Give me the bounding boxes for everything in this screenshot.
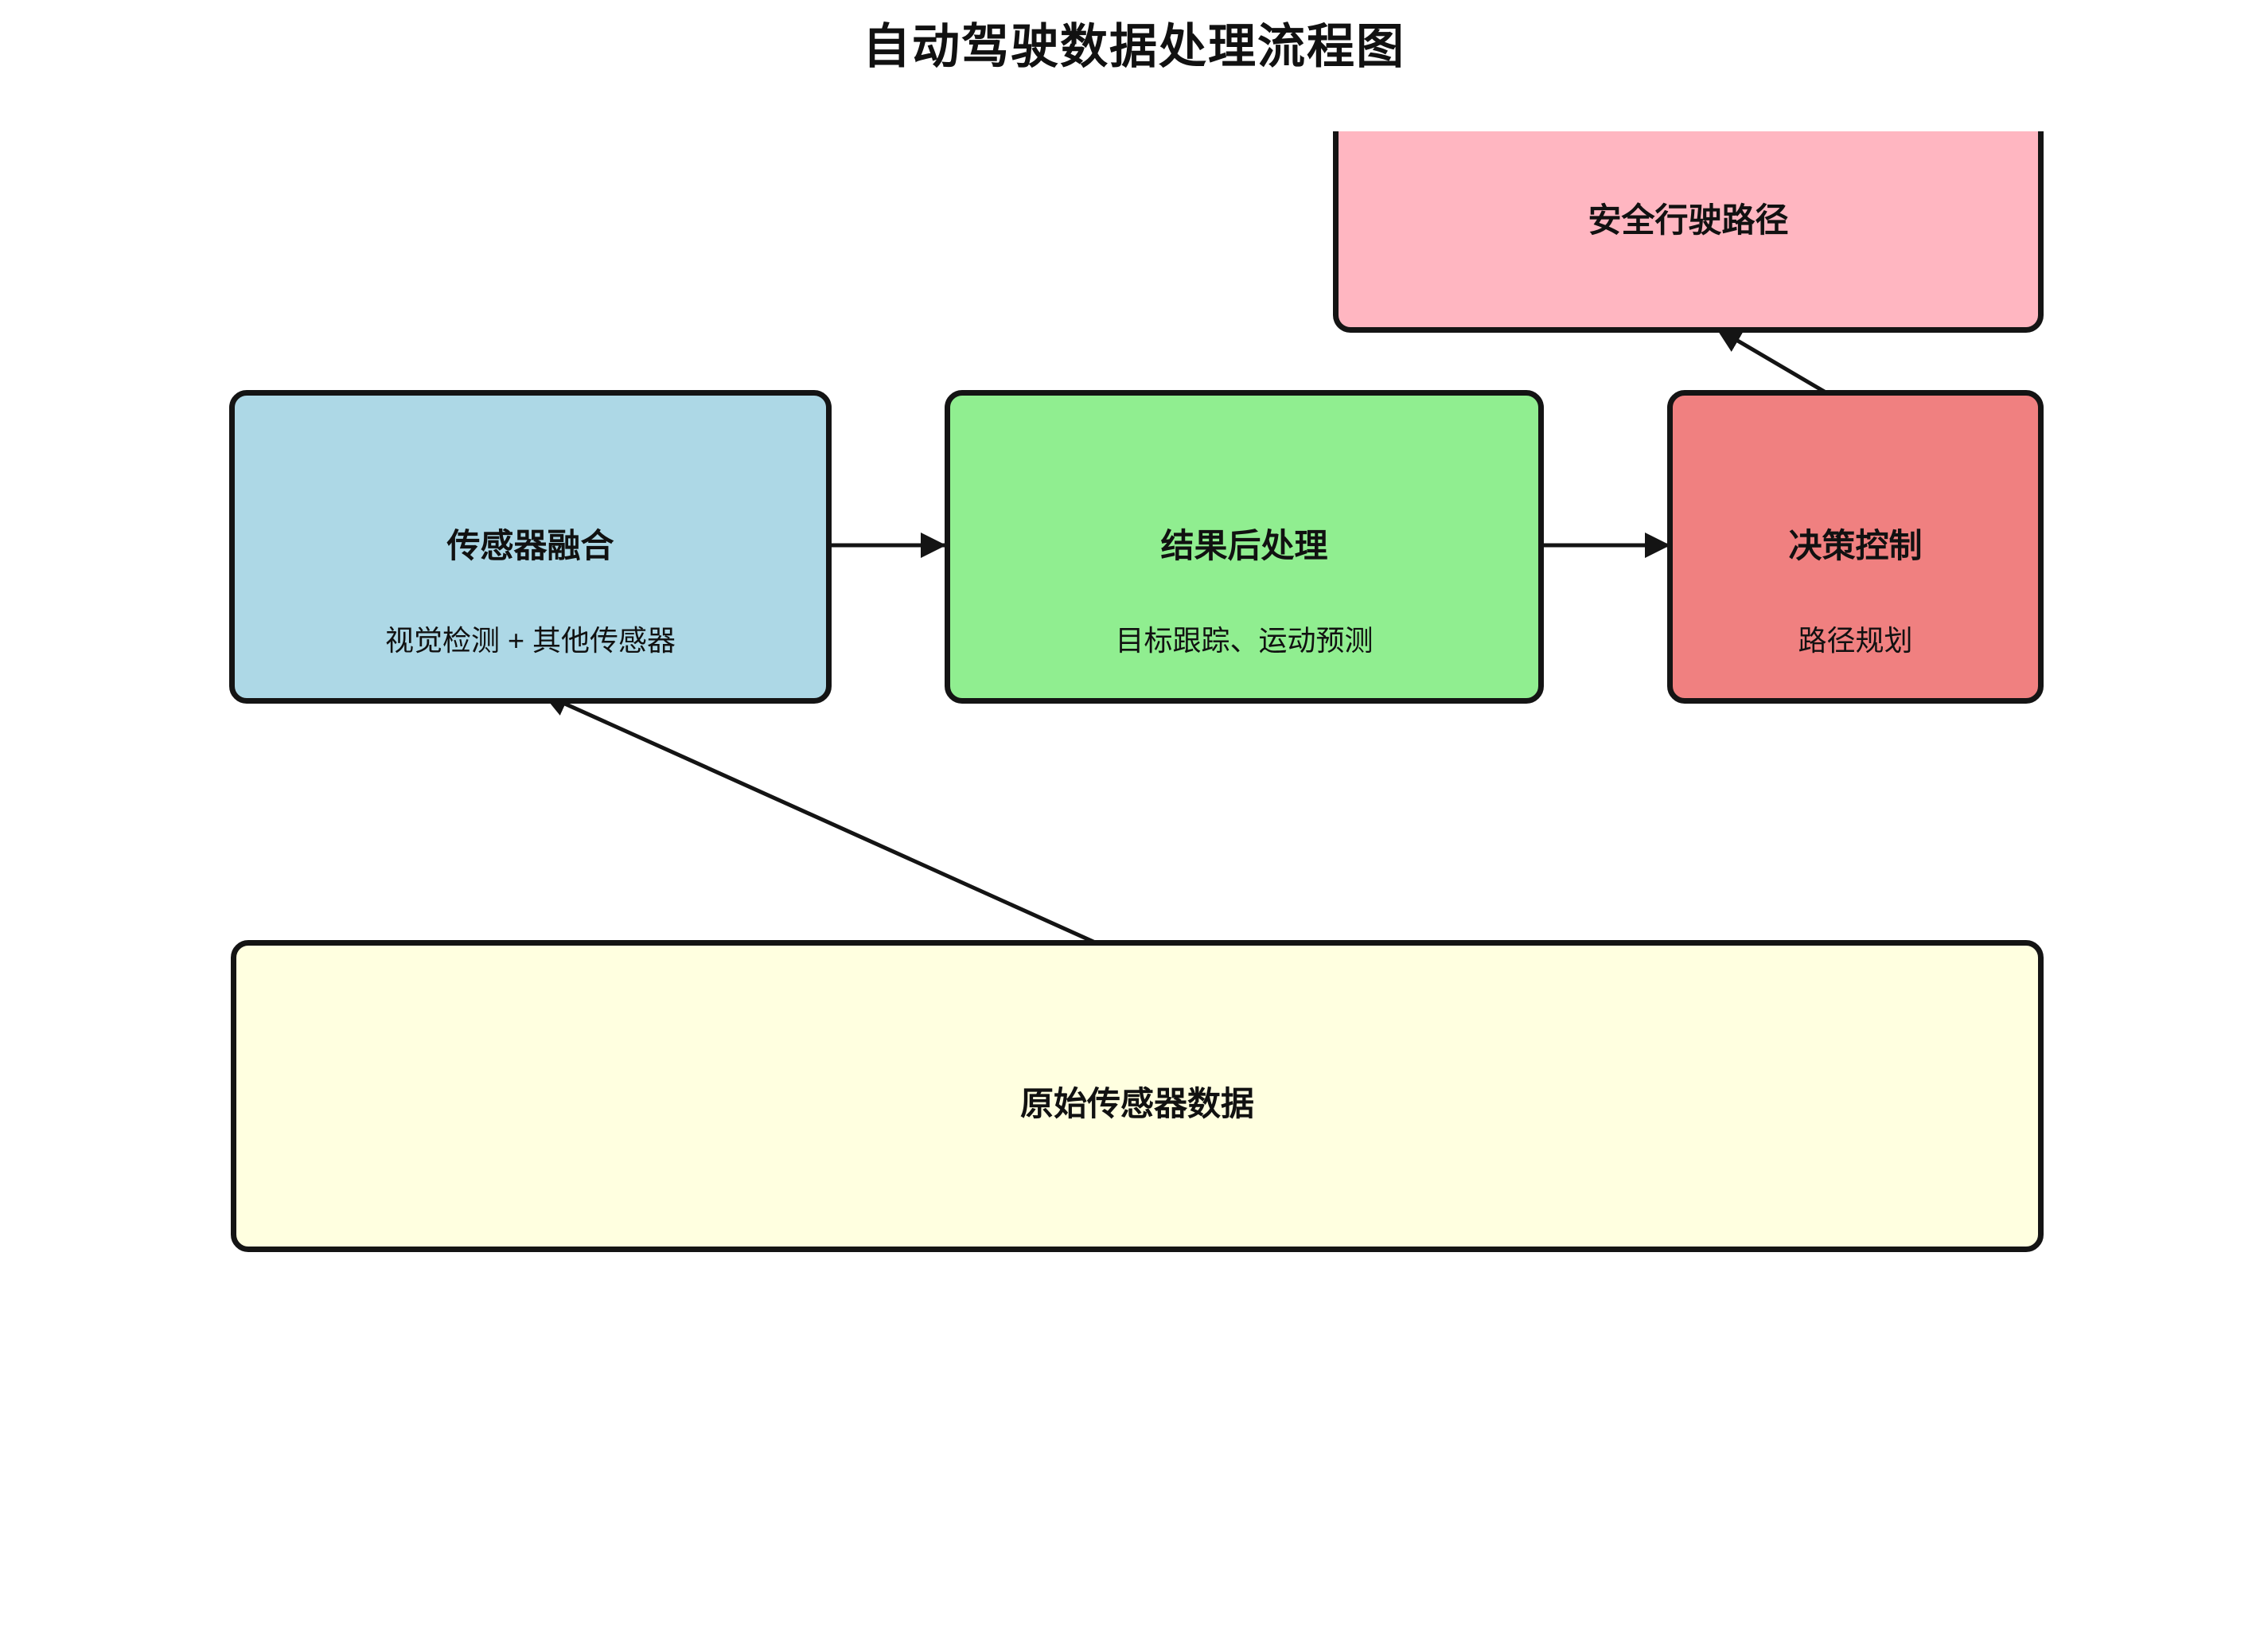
node-post-processing-label: 结果后处理 (1160, 527, 1328, 564)
arrow-raw-data-to-sensor-fusion (541, 692, 1120, 955)
node-decision-control-label: 决策控制 (1788, 527, 1923, 564)
node-sensor-fusion: 传感器融合 视觉检测 + 其他传感器 (229, 390, 832, 704)
node-safe-path: 安全行驶路径 (1333, 131, 2044, 333)
node-decision-control: 决策控制 路径规划 (1667, 390, 2044, 704)
diagram-title: 自动驾驶数据处理流程图 (863, 20, 1405, 73)
node-decision-control-sublabel: 路径规划 (1798, 624, 1913, 657)
node-raw-data: 原始传感器数据 (231, 940, 2044, 1252)
node-post-processing: 结果后处理 目标跟踪、运动预测 (945, 390, 1544, 704)
node-safe-path-label: 安全行驶路径 (1588, 201, 1789, 239)
node-sensor-fusion-label: 传感器融合 (446, 527, 614, 564)
node-sensor-fusion-sublabel: 视觉检测 + 其他传感器 (384, 624, 676, 657)
node-raw-data-label: 原始传感器数据 (1019, 1085, 1254, 1122)
node-post-processing-sublabel: 目标跟踪、运动预测 (1115, 624, 1374, 657)
